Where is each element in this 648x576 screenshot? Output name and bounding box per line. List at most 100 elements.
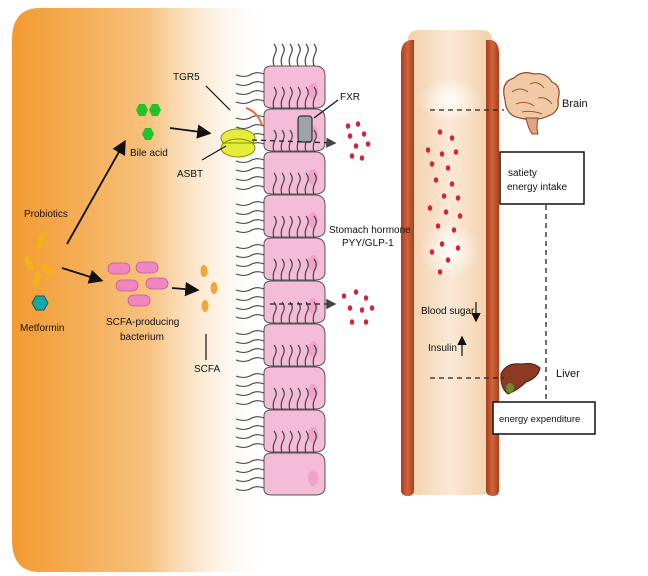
hormone-dot bbox=[363, 295, 369, 301]
hormone-dot bbox=[433, 177, 439, 183]
microvillus bbox=[235, 228, 265, 234]
microvillus bbox=[304, 43, 309, 67]
metformin-label: Metformin bbox=[20, 323, 64, 334]
microvillus bbox=[296, 43, 301, 67]
microvillus bbox=[235, 305, 265, 311]
hormone-dot bbox=[443, 209, 449, 215]
microvillus bbox=[235, 244, 265, 250]
hormone-dot bbox=[345, 123, 351, 129]
microvillus bbox=[235, 468, 265, 474]
energy-intake-label: energy intake bbox=[507, 182, 567, 193]
scfa-icon bbox=[200, 265, 218, 312]
bacterium-icon bbox=[107, 261, 169, 307]
microvillus bbox=[235, 434, 265, 440]
hormone-dot bbox=[439, 151, 445, 157]
microvillus bbox=[280, 387, 285, 411]
microvillus bbox=[235, 99, 265, 105]
microvillus bbox=[235, 253, 265, 259]
brain-label: Brain bbox=[562, 98, 588, 110]
scfa-label: SCFA bbox=[194, 364, 220, 375]
microvillus bbox=[235, 271, 265, 277]
hormone-dot bbox=[353, 289, 359, 295]
microvillus bbox=[312, 172, 317, 196]
metformin-icon bbox=[31, 295, 49, 311]
microvillus bbox=[235, 201, 265, 207]
microvillus bbox=[272, 430, 277, 454]
scfa-bacterium-label-line2: bacterium bbox=[120, 332, 164, 343]
microvillus bbox=[296, 344, 301, 368]
microvillus bbox=[296, 86, 301, 110]
microvillus bbox=[235, 219, 265, 225]
tgr5-receptor-curve bbox=[245, 107, 263, 126]
microvillus bbox=[280, 258, 285, 282]
microvillus bbox=[312, 430, 317, 454]
microvillus bbox=[304, 172, 309, 196]
hormone-dot bbox=[429, 249, 435, 255]
hormone-dot bbox=[439, 241, 445, 247]
microvillus bbox=[304, 258, 309, 282]
epithelial-cell bbox=[263, 409, 326, 453]
microvillus bbox=[235, 115, 265, 121]
microvillus bbox=[280, 129, 285, 153]
microvillus bbox=[235, 72, 265, 78]
arrow-bile-acid-to-cell bbox=[169, 124, 212, 139]
microvillus bbox=[288, 43, 293, 67]
hormone-dot bbox=[449, 181, 455, 187]
microvillus bbox=[235, 314, 265, 320]
insulin-label: Insulin bbox=[428, 343, 457, 354]
hormone-dot bbox=[427, 205, 433, 211]
hormone-dot bbox=[355, 121, 361, 127]
arrow-probiotics-to-bacterium bbox=[61, 267, 104, 284]
microvillus bbox=[312, 215, 317, 239]
microvillus bbox=[288, 129, 293, 153]
microvillus bbox=[312, 344, 317, 368]
microvillus bbox=[296, 430, 301, 454]
brain-icon bbox=[503, 72, 560, 135]
microvillus bbox=[235, 400, 265, 406]
hormone-dot bbox=[425, 147, 431, 153]
cell-nucleus bbox=[308, 470, 318, 486]
hormone-dot bbox=[349, 319, 355, 325]
microvillus bbox=[235, 185, 265, 191]
fxr-receptor-icon bbox=[297, 115, 313, 143]
stomach-hormone-label-line2: PYY/GLP-1 bbox=[342, 238, 394, 249]
microvillus bbox=[235, 425, 265, 431]
hormone-dot bbox=[449, 135, 455, 141]
microvillus bbox=[235, 416, 265, 422]
microvillus bbox=[272, 86, 277, 110]
hormone-dot bbox=[455, 195, 461, 201]
hormone-dot bbox=[359, 155, 365, 161]
hormone-dot bbox=[365, 141, 371, 147]
microvillus bbox=[272, 129, 277, 153]
microvillus bbox=[304, 215, 309, 239]
liver-icon bbox=[500, 363, 541, 395]
hormone-release-dots-top bbox=[345, 121, 371, 161]
microvillus bbox=[235, 176, 265, 182]
tgr5-label: TGR5 bbox=[173, 72, 200, 83]
asbt-transporter-icon bbox=[220, 128, 256, 158]
microvillus bbox=[235, 486, 265, 492]
hormone-dot bbox=[369, 305, 375, 311]
energy-expenditure-label: energy expenditure bbox=[499, 414, 580, 425]
hormone-dot bbox=[437, 269, 443, 275]
blood-vessel bbox=[400, 30, 500, 496]
energy-expenditure-box bbox=[492, 401, 596, 435]
hormone-dot bbox=[457, 213, 463, 219]
hormone-dot bbox=[349, 153, 355, 159]
hormone-dots-in-vessel bbox=[425, 129, 463, 275]
microvillus bbox=[272, 301, 277, 325]
blood-sugar-label: Blood sugar bbox=[421, 306, 475, 317]
hormone-dot bbox=[361, 131, 367, 137]
microvillus bbox=[235, 90, 265, 96]
microvillus bbox=[235, 459, 265, 465]
epithelial-cell bbox=[263, 237, 326, 281]
hormone-dot bbox=[347, 133, 353, 139]
microvillus bbox=[296, 387, 301, 411]
microvillus bbox=[235, 477, 265, 483]
microvillus bbox=[280, 301, 285, 325]
epithelial-cell bbox=[263, 366, 326, 410]
scfa-bacterium-label-line1: SCFA-producing bbox=[106, 317, 179, 328]
hormone-dot bbox=[341, 293, 347, 299]
bile-acid-icon bbox=[136, 104, 161, 140]
